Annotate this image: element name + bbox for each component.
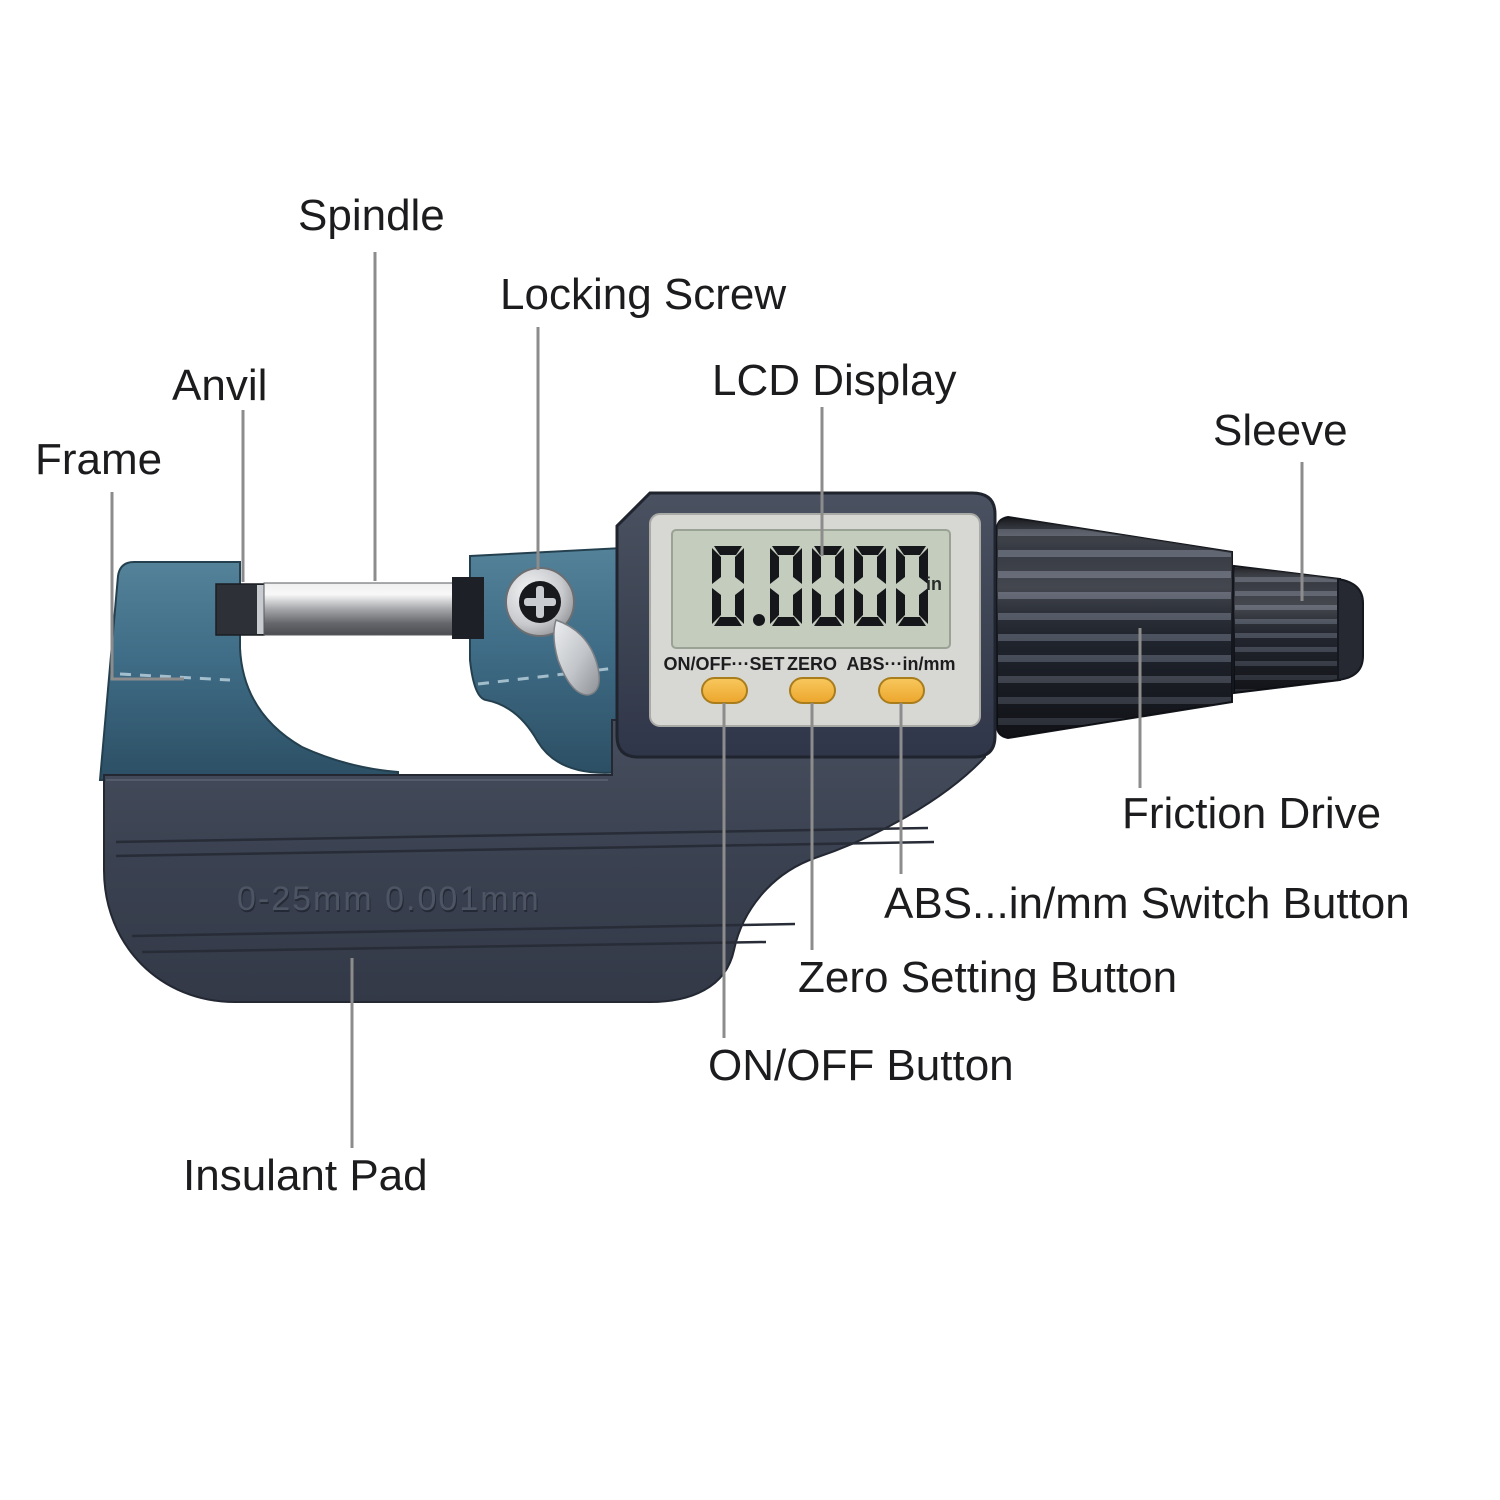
sleeve-end-cap [1337,577,1364,682]
locking-lever [553,619,600,696]
abs-inmm-button-label: ABS···in/mm [847,654,956,674]
sleeve-shading [1234,566,1340,693]
label-lcd-display: LCD Display [712,356,957,405]
lcd-digits [712,546,928,626]
label-anvil: Anvil [172,361,268,410]
label-sleeve: Sleeve [1213,406,1348,455]
anvil-face-highlight [257,585,265,634]
membrane-buttons [701,677,925,704]
lcd-unit: in [926,574,942,594]
frame-left-jaw [98,561,399,781]
label-friction-drive: Friction Drive [1122,789,1382,838]
abs-switch-button [878,677,925,704]
engraving-shadow: 0-25mm 0.001mm [238,882,542,920]
locking-screw-phillips [524,586,556,618]
frame-block-highlight [477,666,617,686]
body-ridge-lines [115,826,935,954]
label-frame: Frame [35,435,163,484]
engraving-text: 0-25mm 0.001mm [237,880,541,918]
frame-leader-line [110,492,184,681]
anvil [215,583,265,636]
label-spindle: Spindle [298,191,445,240]
zero-button [789,677,836,704]
micrometer-device: 0-25mm 0.001mm 0-25mm 0.001mm in ON/OFF·… [98,491,1364,1003]
spindle-collar [452,577,484,639]
on-off-button [701,677,748,704]
label-abs-switch: ABS...in/mm Switch Button [884,879,1410,928]
friction-drive-shading [997,517,1232,738]
label-locking-screw: Locking Screw [500,270,787,319]
label-zero-setting: Zero Setting Button [798,953,1178,1002]
label-on-off: ON/OFF Button [708,1041,1014,1090]
on-off-set-button-label: ON/OFF···SET [664,654,785,674]
zero-button-label: ZERO [787,654,837,674]
spindle-rod [263,582,457,636]
leader-lines [110,252,1304,1148]
label-insulant-pad: Insulant Pad [183,1151,428,1200]
